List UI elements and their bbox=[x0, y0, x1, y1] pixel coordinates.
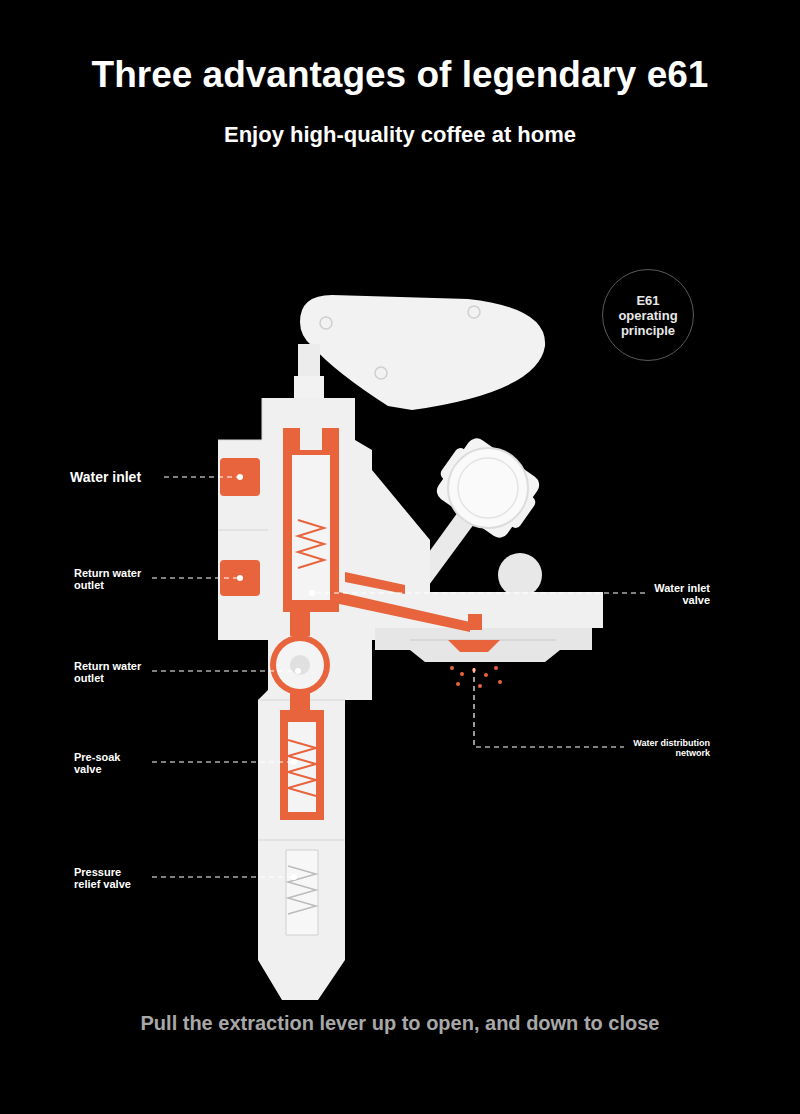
caption: Pull the extraction lever up to open, an… bbox=[0, 1010, 800, 1036]
part-label: Pre-soak valve bbox=[74, 751, 150, 775]
badge-text: E61 operating principle bbox=[613, 293, 683, 338]
part-label: Water inlet valve bbox=[640, 582, 710, 606]
part-label: Water distribution network bbox=[618, 738, 710, 758]
part-label: Pressure relief valve bbox=[74, 866, 150, 890]
subtitle: Enjoy high-quality coffee at home bbox=[0, 121, 800, 149]
badge-circle: E61 operating principle bbox=[602, 269, 694, 361]
part-label: Water inlet bbox=[70, 468, 170, 486]
page-title: Three advantages of legendary e61 bbox=[0, 52, 800, 98]
part-label: Return water outlet bbox=[74, 567, 150, 591]
part-label: Return water outlet bbox=[74, 660, 150, 684]
